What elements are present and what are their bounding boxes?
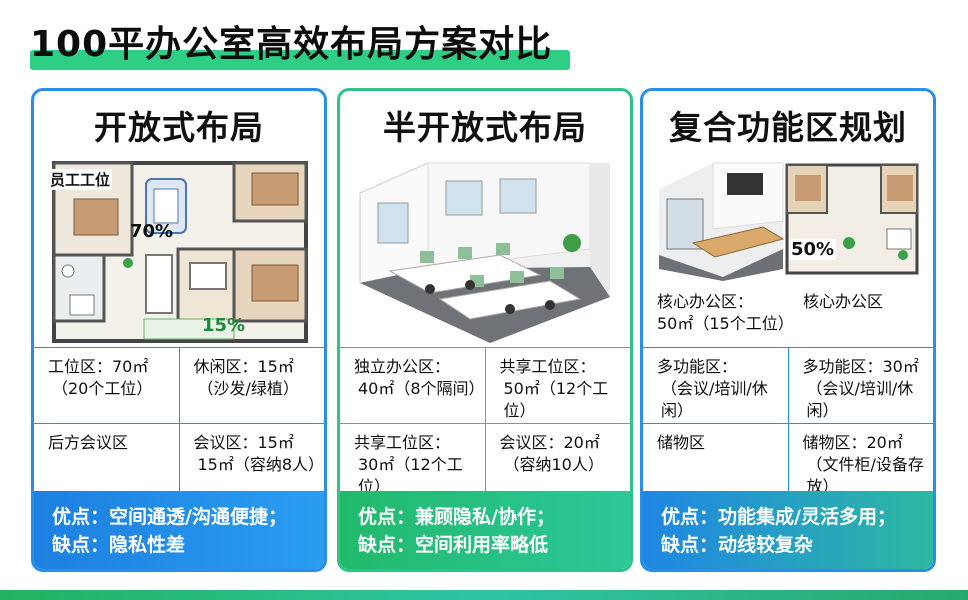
floorplan-label: 员工工位 <box>48 169 113 190</box>
pros-cons-footer: 优点：空间通透/沟通便捷； 缺点：隐私性差 <box>34 491 324 569</box>
title-underline <box>30 50 570 70</box>
percent-main: 70% <box>130 221 174 242</box>
info-cell: 后方会议区 <box>48 433 129 452</box>
card-open-layout: 开放式布局 员工 <box>31 88 327 572</box>
floorplan-illustration: 员工工位 70% 15% <box>44 159 314 347</box>
info-grid: 工位区：70㎡（20个工位） 休闲区：15㎡（沙发/绿植） 后方会议区 会议区：… <box>34 347 325 498</box>
info-cell: 储物区 <box>657 433 706 452</box>
card-title: 开放式布局 <box>94 108 264 147</box>
pros-cons-footer: 优点：兼顾隐私/协作； 缺点：空间利用率略低 <box>340 491 630 569</box>
cons-text: 缺点：空间利用率略低 <box>358 534 549 556</box>
pros-text: 优点：兼顾隐私/协作； <box>358 506 555 528</box>
card-semi-open-layout: 半开放式布局 <box>337 88 633 572</box>
info-cell: 会议区：20㎡（容纳10人） <box>484 424 631 498</box>
floorplan-image <box>52 161 308 343</box>
card-title: 复合功能区规划 <box>669 108 907 147</box>
cons-text: 缺点：隐私性差 <box>52 534 186 556</box>
info-cell: 休闲区：15㎡（沙发/绿植） <box>178 348 325 423</box>
composite-illustration: 50% <box>653 159 923 281</box>
percent-small: 15% <box>202 315 246 336</box>
page-title: 100平办公室高效布局方案对比 <box>30 24 553 65</box>
info-cell: 共享工位区：30㎡（12个工位） <box>354 433 463 496</box>
info-cell: 多功能区：30㎡（会议/培训/休闲） <box>787 348 934 423</box>
info-cell: 多功能区：（会议/培训/休闲） <box>657 357 768 420</box>
composite-render-image <box>659 162 919 281</box>
info-grid: 多功能区：（会议/培训/休闲） 多功能区：30㎡（会议/培训/休闲） 储物区 储… <box>643 347 934 498</box>
bottom-accent-strip <box>0 590 968 600</box>
office-render-image <box>359 162 610 343</box>
card-title: 半开放式布局 <box>383 108 587 147</box>
pros-cons-footer: 优点：功能集成/灵活多用； 缺点：动线较复杂 <box>643 491 933 569</box>
info-cell: 共享工位区：50㎡（12个工位） <box>484 348 631 423</box>
core-office-left: 核心办公区： 50㎡（15个工位） <box>657 292 794 333</box>
percent-main: 50% <box>789 239 837 260</box>
info-cell: 储物区：20㎡（文件柜/设备存放） <box>787 424 934 498</box>
info-grid: 独立办公区：40㎡（8个隔间） 共享工位区：50㎡（12个工位） 共享工位区：3… <box>340 347 631 498</box>
card-composite-layout: 复合功能区规划 50% 核心办公区： 50㎡（15个工位） 核心办公区 多功能区… <box>640 88 936 572</box>
info-cell: 工位区：70㎡（20个工位） <box>48 357 153 398</box>
pros-text: 优点：功能集成/灵活多用； <box>661 506 896 528</box>
pros-text: 优点：空间通透/沟通便捷； <box>52 506 287 528</box>
info-cell: 独立办公区：40㎡（8个隔间） <box>354 357 485 398</box>
cons-text: 缺点：动线较复杂 <box>661 534 814 556</box>
core-office-right: 核心办公区 <box>803 292 884 311</box>
office-3d-illustration <box>350 159 620 347</box>
